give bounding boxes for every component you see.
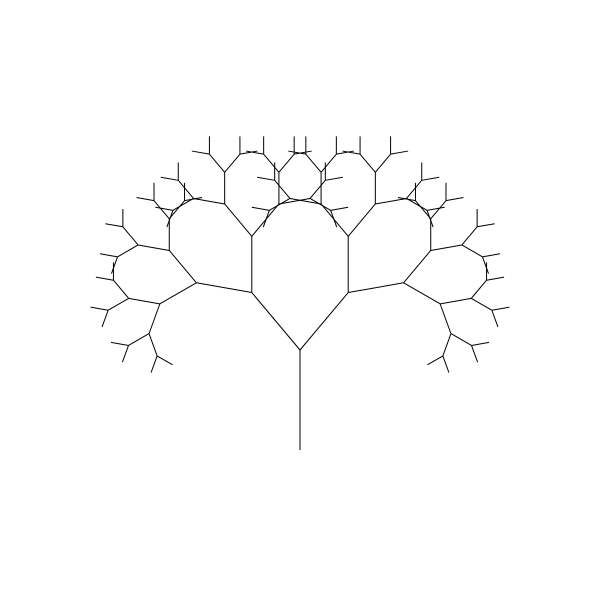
tree-branch-level-6 xyxy=(160,176,179,181)
tree-branch-level-5 xyxy=(107,297,129,311)
tree-branch-level-3 xyxy=(320,203,349,237)
tree-branch-level-6 xyxy=(101,310,109,328)
tree-branch-level-5 xyxy=(122,226,139,246)
tree-branch-level-6 xyxy=(156,355,173,366)
tree-branch-level-6 xyxy=(95,276,114,281)
tree-branch-level-6 xyxy=(262,210,270,228)
tree-branch-level-6 xyxy=(426,206,445,211)
tree-branch-level-5 xyxy=(406,179,423,199)
tree-branch-level-5 xyxy=(269,198,291,211)
tree-branch-level-5 xyxy=(461,226,478,246)
tree-branch-level-5 xyxy=(153,200,170,220)
tree-branch-level-6 xyxy=(110,341,129,346)
tree-branch-level-5 xyxy=(406,198,428,211)
tree-branch-level-5 xyxy=(450,333,472,346)
tree-branch-level-5 xyxy=(117,244,139,258)
tree-branch-level-4 xyxy=(375,197,407,205)
tree-branch-level-6 xyxy=(105,223,123,228)
tree-branch-level-5 xyxy=(430,200,447,220)
tree-branch-level-5 xyxy=(263,153,280,173)
tree-branch-level-6 xyxy=(121,345,129,363)
tree-branch-level-4 xyxy=(128,297,160,305)
tree-branch-level-3 xyxy=(403,282,441,305)
tree-branch-level-4 xyxy=(439,303,452,334)
tree-branches xyxy=(90,136,510,450)
tree-branch-level-6 xyxy=(445,197,464,202)
tree-branch-level-3 xyxy=(403,250,432,284)
tree-branch-level-5 xyxy=(177,179,194,199)
tree-branch-level-4 xyxy=(289,197,322,205)
tree-branch-level-3 xyxy=(224,203,253,237)
tree-branch-level-4 xyxy=(430,244,462,251)
tree-branch-level-4 xyxy=(193,197,225,205)
tree-branch-level-6 xyxy=(288,150,306,155)
tree-branch-level-4 xyxy=(138,244,170,251)
tree-branch-level-1 xyxy=(299,292,349,351)
tree-branch-level-6 xyxy=(481,256,489,274)
tree-branch-level-6 xyxy=(482,253,501,258)
tree-branch-level-6 xyxy=(239,150,258,155)
tree-branch-level-6 xyxy=(111,256,119,274)
tree-branch-level-6 xyxy=(330,206,349,211)
tree-branch-level-6 xyxy=(477,223,495,228)
tree-branch-level-6 xyxy=(442,355,450,373)
tree-branch-level-5 xyxy=(309,198,331,211)
tree-branch-level-5 xyxy=(113,279,130,299)
tree-branch-level-3 xyxy=(168,250,197,284)
tree-branch-level-6 xyxy=(99,253,118,258)
tree-branch-level-6 xyxy=(294,150,312,155)
tree-branch-level-6 xyxy=(491,306,510,311)
tree-branch-level-5 xyxy=(309,179,326,199)
tree-branch-level-2 xyxy=(348,282,404,294)
tree-branch-level-6 xyxy=(342,150,361,155)
tree-branch-level-5 xyxy=(168,200,185,220)
tree-branch-level-5 xyxy=(128,333,150,346)
tree-branch-level-6 xyxy=(486,276,505,281)
tree-branch-level-6 xyxy=(155,206,174,211)
tree-branch-level-5 xyxy=(172,198,194,211)
tree-branch-level-5 xyxy=(374,153,391,173)
tree-branch-level-5 xyxy=(224,153,241,173)
tree-branch-level-6 xyxy=(150,355,158,373)
tree-branch-level-6 xyxy=(397,197,416,202)
tree-branch-level-6 xyxy=(427,355,444,366)
tree-branch-level-4 xyxy=(440,297,472,305)
tree-branch-level-6 xyxy=(336,150,354,155)
tree-branch-level-3 xyxy=(347,203,376,237)
tree-branch-level-5 xyxy=(320,153,337,173)
tree-branch-level-6 xyxy=(491,310,499,328)
tree-branch-level-5 xyxy=(305,153,322,173)
tree-branch-level-5 xyxy=(415,200,432,220)
tree-branch-level-5 xyxy=(442,333,452,357)
tree-branch-level-6 xyxy=(166,210,174,228)
tree-branch-level-6 xyxy=(191,150,210,155)
tree-branch-level-1 xyxy=(251,292,301,351)
tree-branch-level-6 xyxy=(471,345,479,363)
tree-branch-level-3 xyxy=(159,282,197,305)
tree-branch-level-5 xyxy=(470,279,487,299)
tree-branch-level-4 xyxy=(148,303,161,334)
tree-branch-level-6 xyxy=(421,176,440,181)
tree-branch-level-6 xyxy=(136,197,155,202)
tree-branch-level-2 xyxy=(196,282,252,294)
tree-branch-level-5 xyxy=(471,297,493,311)
tree-branch-level-5 xyxy=(274,179,291,199)
tree-branch-level-6 xyxy=(90,306,109,311)
tree-branch-level-6 xyxy=(251,206,270,211)
tree-branch-level-6 xyxy=(390,150,409,155)
tree-branch-level-5 xyxy=(209,153,226,173)
tree-branch-level-5 xyxy=(359,153,376,173)
tree-branch-level-5 xyxy=(148,333,158,357)
tree-branch-level-6 xyxy=(325,176,343,181)
tree-branch-level-6 xyxy=(257,176,275,181)
tree-branch-level-5 xyxy=(461,244,483,258)
tree-branch-level-4 xyxy=(278,197,311,205)
tree-branch-level-5 xyxy=(278,153,295,173)
tree-branch-level-6 xyxy=(471,341,490,346)
tree-branch-level-6 xyxy=(246,150,264,155)
